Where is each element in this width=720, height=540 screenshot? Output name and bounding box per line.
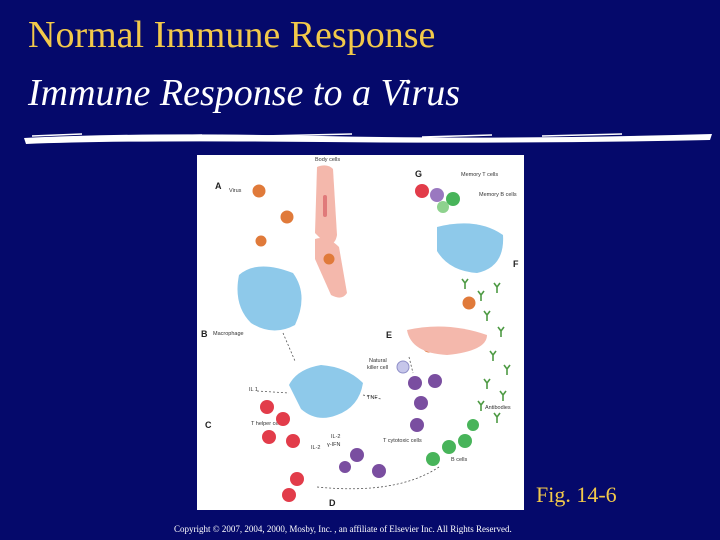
label-il2b: IL-2	[311, 445, 320, 451]
label-body-cells: Body cells	[315, 157, 340, 163]
body-cells	[315, 165, 347, 297]
t-helper-cells	[260, 400, 304, 502]
title-divider	[22, 128, 712, 150]
infected-body-cell	[407, 326, 487, 355]
panel-letter-f: F	[513, 259, 519, 269]
label-memory-b: Memory B cells	[479, 192, 517, 198]
immune-response-figure: A B C D E F G Body cells Virus Macrophag…	[197, 155, 524, 510]
natural-killer-cell	[397, 361, 409, 373]
panel-letter-b: B	[201, 329, 208, 339]
label-ifn: γ-IFN	[327, 442, 340, 448]
panel-letter-c: C	[205, 420, 212, 430]
label-macrophage: Macrophage	[213, 331, 244, 337]
label-il1: IL 1	[249, 387, 258, 393]
label-il2a: IL-2	[331, 434, 340, 440]
panel-letter-g: G	[415, 169, 422, 179]
label-cytotoxic: T cytotoxic cells	[383, 438, 422, 444]
label-antibodies: Antibodies	[485, 405, 511, 411]
copyright-notice: Copyright © 2007, 2004, 2000, Mosby, Inc…	[174, 524, 512, 534]
label-virus: Virus	[229, 188, 242, 194]
label-bcells: B cells	[451, 457, 467, 463]
slide-subtitle: Immune Response to a Virus	[28, 74, 460, 112]
slide-title: Normal Immune Response	[28, 16, 435, 54]
figure-caption: Fig. 14-6	[536, 482, 617, 508]
label-memory-t: Memory T cells	[461, 172, 498, 178]
panel-letter-a: A	[215, 181, 222, 191]
label-nk2: killer cell	[367, 365, 388, 371]
panel-letter-e: E	[386, 330, 392, 340]
label-t-helper: T helper cell	[251, 421, 281, 427]
panel-letter-d: D	[329, 498, 336, 508]
label-nk: Natural	[369, 358, 387, 364]
